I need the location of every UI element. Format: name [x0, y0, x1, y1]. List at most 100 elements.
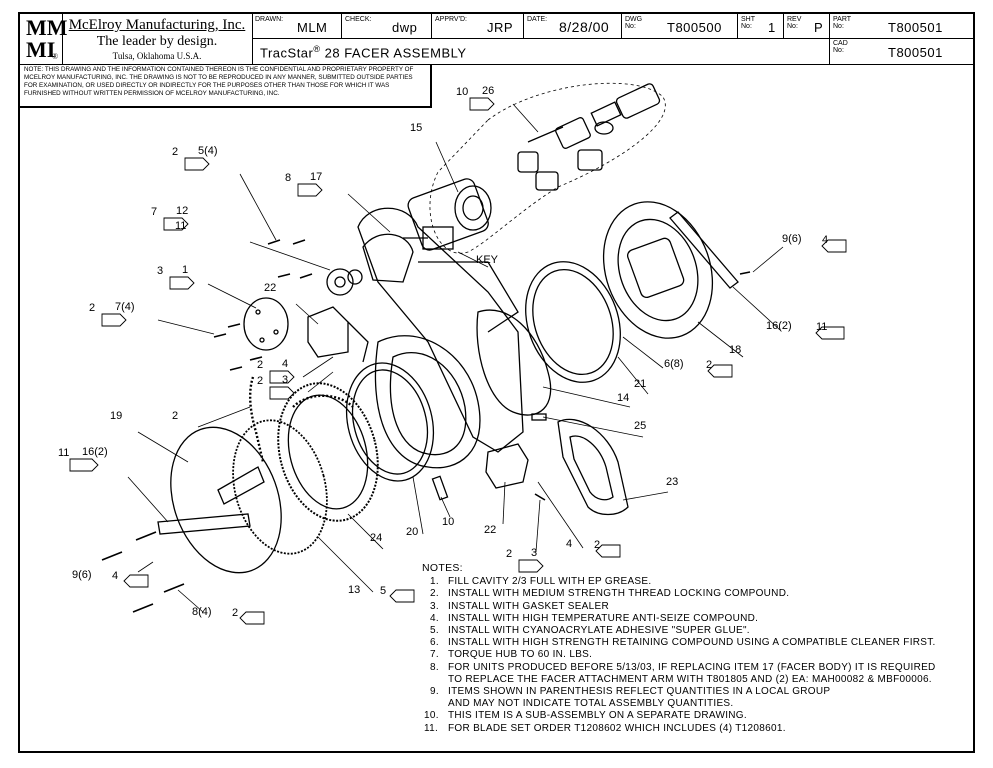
callout-17: 17 [310, 171, 323, 183]
chain-ring-icon [232, 419, 328, 555]
note-number: 5. [430, 625, 439, 637]
screws-icon [101, 239, 751, 613]
note-text: FOR UNITS PRODUCED BEFORE 5/13/03, IF RE… [448, 661, 936, 673]
callout-15: 15 [410, 122, 423, 134]
note-item: 2.INSTALL WITH MEDIUM STRENGTH THREAD LO… [422, 588, 982, 600]
company-name: McElroy Manufacturing, Inc. [68, 17, 246, 33]
note-item: 3. INSTALL WITH GASKET SEALER [422, 601, 982, 613]
callout-20: 20 [406, 526, 419, 538]
callout-8-4: 8(4) [192, 606, 212, 618]
callout-3-lower: 3 [531, 547, 538, 559]
confidentiality-note: NOTE: THIS DRAWING AND THE INFORMATION C… [20, 64, 432, 108]
callout-12: 12 [176, 205, 189, 217]
callout-1: 1 [182, 264, 189, 276]
flag-4-lower: 2 [594, 539, 601, 551]
approved-cell: APPRV'D: JRP [432, 14, 524, 38]
hydraulic-motor-icon [403, 178, 492, 251]
title-block: MM MI McElroy Manufacturing, Inc. The le… [20, 14, 973, 65]
flag-7-12: 7 [151, 206, 158, 218]
note-text: INSTALL WITH GASKET SEALER [448, 600, 609, 612]
check-value: dwp [392, 20, 418, 35]
flag-16-2-right: 11 [816, 321, 828, 333]
cad-value: T800501 [888, 45, 943, 60]
note-number: 10. [424, 710, 439, 722]
assembly-title-text: 28 FACER ASSEMBLY [324, 45, 467, 61]
callout-13: 13 [348, 584, 361, 596]
note-item: 8. FOR UNITS PRODUCED BEFORE 5/13/03, IF … [422, 662, 982, 674]
flag-11-16: 11 [58, 447, 70, 459]
note-text: TO REPLACE THE FACER ATTACHMENT ARM WITH… [448, 673, 932, 685]
flag-2-5: 2 [172, 146, 179, 158]
bracket-lower-icon [485, 443, 529, 489]
part-value: T800501 [888, 20, 943, 35]
part-cell: PART No: T800501 [830, 14, 973, 38]
note-text: INSTALL WITH HIGH STRENGTH RETAINING COM… [448, 637, 936, 649]
company-block: McElroy Manufacturing, Inc. The leader b… [52, 14, 253, 64]
note-number: 7. [430, 649, 439, 661]
note-number: 6. [430, 637, 439, 649]
note-text: ITEMS SHOWN IN PARENTHESIS REFLECT QUANT… [448, 686, 831, 698]
drawn-cell: DRAWN: MLM [252, 14, 342, 38]
callout-7-4: 7(4) [115, 301, 135, 313]
retaining-ring-icon [345, 362, 435, 482]
note-number: 2. [430, 588, 439, 600]
note-number: 11. [424, 722, 439, 734]
check-label: CHECK: [345, 16, 372, 23]
callout-11: 11 [175, 220, 187, 232]
note-text: INSTALL WITH HIGH TEMPERATURE ANTI-SEIZE… [448, 612, 759, 624]
note-text: INSTALL WITH CYANOACRYLATE ADHESIVE "SUP… [448, 625, 750, 637]
handle-grip-icon [569, 435, 614, 501]
company-tagline: The leader by design. [96, 34, 218, 49]
callout-23: 23 [666, 476, 679, 488]
callout-10: 10 [442, 516, 455, 528]
drive-sprocket-ring-icon [277, 382, 379, 522]
note-text: THIS ITEM IS A SUB-ASSEMBLY ON A SEPARAT… [448, 710, 747, 722]
callout-9-6-right: 9(6) [782, 233, 802, 245]
bearing-cap-icon [243, 297, 289, 351]
date-label: DATE: [527, 16, 548, 23]
note-item: AND MAY NOT INDICATE TOTAL ASSEMBLY QUAN… [422, 698, 982, 710]
flag-10: 10 [456, 86, 469, 98]
logo-bottom-text: MI [26, 37, 56, 62]
approved-label: APPRV'D: [435, 16, 467, 23]
bracket-arm-icon [347, 321, 369, 363]
logo-top-text: MM [26, 15, 68, 40]
date-value: 8/28/00 [559, 19, 610, 35]
check-cell: CHECK: dwp [342, 14, 432, 38]
sheet-value: 1 [768, 20, 776, 35]
flag-9-6-right: 4 [822, 234, 829, 246]
note-item: 10. THIS ITEM IS A SUB-ASSEMBLY ON A SEPA… [422, 710, 982, 722]
note-item: 6. INSTALL WITH HIGH STRENGTH RETAINING C… [422, 637, 982, 649]
company-logo: MM MI [20, 14, 68, 64]
callout-3-upper: 3 [282, 374, 289, 386]
note-flags [69, 97, 847, 625]
gasket-ring-icon [525, 261, 621, 383]
assembly-title: TracStar® 28 FACER ASSEMBLY [260, 44, 467, 60]
notes-heading: NOTES: [422, 562, 463, 574]
dwg-label: DWG No: [625, 16, 643, 30]
chain-right-icon [292, 394, 354, 408]
flag-9-6-left: 4 [112, 570, 119, 582]
chain-left-icon [248, 376, 265, 463]
set-screw-icon [531, 413, 547, 421]
note-number: 4. [430, 612, 439, 624]
callout-21: 21 [634, 378, 647, 390]
dwg-value: T800500 [667, 20, 722, 35]
cover-plate-icon [602, 201, 714, 339]
facer-plate-icon [157, 426, 282, 574]
callout-key: KEY [476, 254, 499, 266]
callout-26: 26 [482, 85, 495, 97]
callout-18: 18 [729, 344, 742, 356]
facer-body-icon [357, 207, 524, 469]
title-divider [252, 38, 973, 39]
note-number: 1. [430, 576, 439, 588]
note-number: 3. [430, 600, 439, 612]
fitting-group-outline [429, 82, 666, 254]
note-number: 8. [430, 661, 439, 673]
cad-label: CAD No: [833, 40, 848, 54]
hydraulic-fitting-icon [517, 83, 661, 191]
flag-3-1: 3 [157, 265, 164, 277]
drawn-value: MLM [297, 20, 328, 35]
drawing-sheet: MM MI McElroy Manufacturing, Inc. The le… [18, 12, 975, 753]
callout-4-lower: 4 [566, 538, 573, 550]
